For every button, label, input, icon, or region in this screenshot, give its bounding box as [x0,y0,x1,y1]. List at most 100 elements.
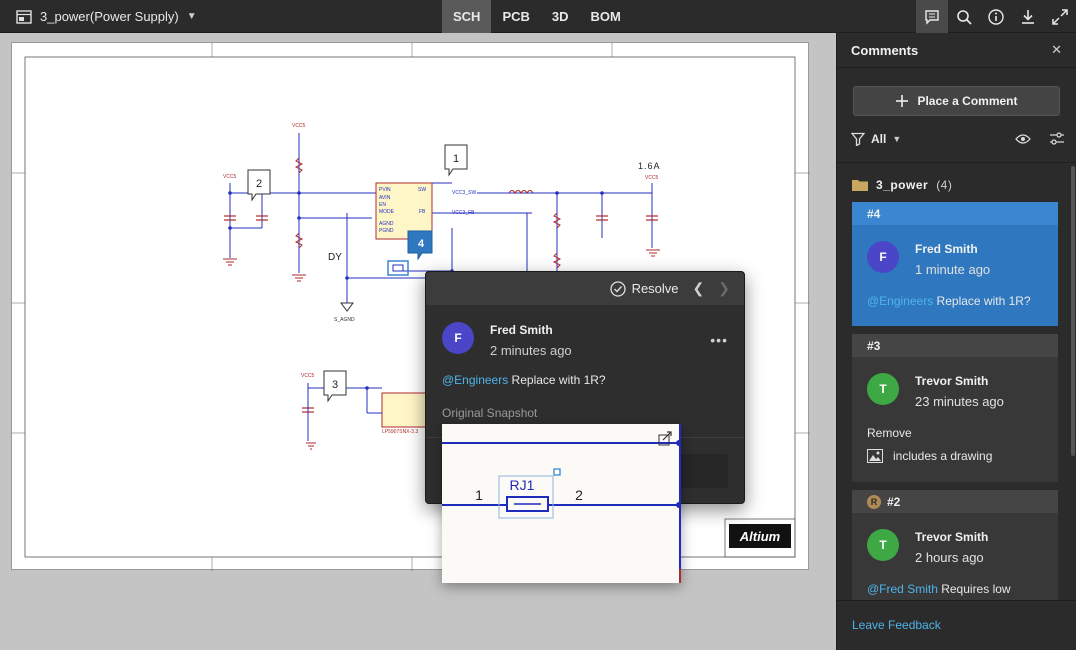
drawing-attachment[interactable]: includes a drawing [867,449,992,463]
reply-input[interactable] [676,454,728,488]
comments-panel: Comments ✕ Place a Comment All ▼ 3_power… [836,33,1076,650]
comment-text: @Fred Smith Requires low [867,582,1011,596]
plus-icon [896,95,909,107]
comment-time: 2 hours ago [915,550,984,565]
schematic-doc-icon [16,9,32,24]
svg-text:AVIN: AVIN [379,195,391,201]
comment-card-4[interactable]: #4 F Fred Smith 1 minute ago @Engineers … [852,202,1058,326]
drawing-label: includes a drawing [893,449,993,463]
svg-text:2: 2 [575,487,583,503]
svg-text:2: 2 [256,178,262,190]
author-name: Fred Smith [490,323,553,337]
svg-text:1.6A: 1.6A [638,161,661,171]
original-snapshot-image[interactable]: RJ1 1 2 [442,424,681,583]
comment-card-3[interactable]: #3 T Trevor Smith 23 minutes ago Remove … [852,334,1058,482]
search-icon[interactable] [948,0,980,33]
popup-author: F Fred Smith 2 minutes ago [442,322,572,358]
svg-text:4: 4 [418,238,425,250]
settings-sliders-icon[interactable] [1049,132,1065,146]
author-name: Trevor Smith [915,374,989,388]
card-author: T Trevor Smith 2 hours ago [867,529,988,565]
svg-text:SW: SW [418,187,426,193]
resolve-button[interactable]: Resolve [609,280,679,297]
snapshot-label: Original Snapshot [442,406,538,420]
svg-text:FB: FB [419,209,426,215]
comment-time: 23 minutes ago [915,394,1004,409]
comment-number: #3 [852,334,1058,357]
mention-link[interactable]: @Engineers [867,294,934,308]
comment-body: Replace with 1R? [508,373,606,387]
info-icon[interactable] [980,0,1012,33]
place-comment-button[interactable]: Place a Comment [853,86,1060,116]
comment-marker-2[interactable]: 2 [247,169,271,202]
comment-header: R #2 [852,490,1058,513]
resolve-label: Resolve [631,281,679,296]
comment-markers: 1 2 3 4 [247,144,468,403]
svg-text:1: 1 [475,487,483,503]
panel-footer: Leave Feedback [837,600,1076,650]
toolbar [916,0,1076,33]
tab-sch[interactable]: SCH [442,0,492,33]
mention-link[interactable]: @Engineers [442,373,509,387]
comment-marker-4[interactable]: 4 [387,230,433,276]
fullscreen-icon[interactable] [1044,0,1076,33]
svg-text:PVIN: PVIN [379,187,391,193]
author-name: Fred Smith [915,242,978,256]
svg-text:VCC3_FB: VCC3_FB [452,210,475,216]
filter-row: All ▼ [851,129,1065,149]
panel-header: Comments ✕ [837,33,1076,68]
popup-header: Resolve ❮ ❯ [426,272,744,305]
chevron-down-icon: ▼ [186,11,197,22]
comment-number: #2 [887,494,901,509]
svg-text:RJ1: RJ1 [510,477,535,493]
close-icon[interactable]: ✕ [1051,42,1062,57]
svg-text:VCC5: VCC5 [301,373,315,379]
svg-text:VCC3_SW: VCC3_SW [452,190,476,196]
svg-text:PGND: PGND [379,228,394,234]
leave-feedback-link[interactable]: Leave Feedback [852,618,941,632]
svg-text:DY: DY [328,252,342,263]
mention-link[interactable]: @Fred Smith [867,582,938,596]
svg-text:AGND: AGND [379,221,394,227]
tab-3d[interactable]: 3D [551,9,569,24]
filter-dropdown[interactable]: All ▼ [851,132,901,146]
svg-text:VCC5: VCC5 [292,123,306,129]
document-title: 3_power(Power Supply) [40,9,179,24]
previous-comment-icon[interactable]: ❮ [692,280,705,296]
svg-text:EN: EN [379,202,386,208]
tab-bom[interactable]: BOM [590,9,621,24]
comment-card-2[interactable]: R #2 T Trevor Smith 2 hours ago @Fred Sm… [852,490,1058,600]
comment-time: 2 minutes ago [490,343,572,358]
comment-marker-3[interactable]: 3 [323,370,347,403]
top-bar: 3_power(Power Supply) ▼ SCH PCB 3D BOM [0,0,1076,33]
open-external-icon[interactable] [658,431,672,446]
scrollbar[interactable] [1071,166,1075,456]
group-count: (4) [936,178,953,192]
comment-text: @Engineers Replace with 1R? [867,294,1031,308]
download-icon[interactable] [1012,0,1044,33]
comment-body: Remove [867,426,912,440]
avatar: T [867,373,899,405]
svg-text:VCC5: VCC5 [645,175,659,181]
svg-text:VCC5: VCC5 [223,174,237,180]
view-tabs: SCH PCB 3D BOM [442,0,632,33]
document-selector[interactable]: 3_power(Power Supply) ▼ [16,0,197,33]
svg-text:S_AGND: S_AGND [334,317,355,323]
comments-icon[interactable] [916,0,948,33]
next-comment-icon[interactable]: ❯ [718,280,730,296]
comment-time: 1 minute ago [915,262,991,277]
more-options-icon[interactable]: ••• [710,332,728,348]
comment-text: @Engineers Replace with 1R? [442,373,606,387]
avatar: T [867,529,899,561]
resolved-badge: R [867,494,881,509]
comment-marker-1[interactable]: 1 [444,144,468,177]
svg-text:MODE: MODE [379,209,395,215]
check-circle-icon [609,280,626,297]
tab-pcb[interactable]: PCB [502,9,530,24]
comment-number: #4 [852,202,1058,225]
comment-group-header[interactable]: 3_power (4) [852,178,952,192]
eye-icon[interactable] [1015,133,1031,145]
card-author: F Fred Smith 1 minute ago [867,241,990,277]
svg-text:1: 1 [453,153,459,165]
